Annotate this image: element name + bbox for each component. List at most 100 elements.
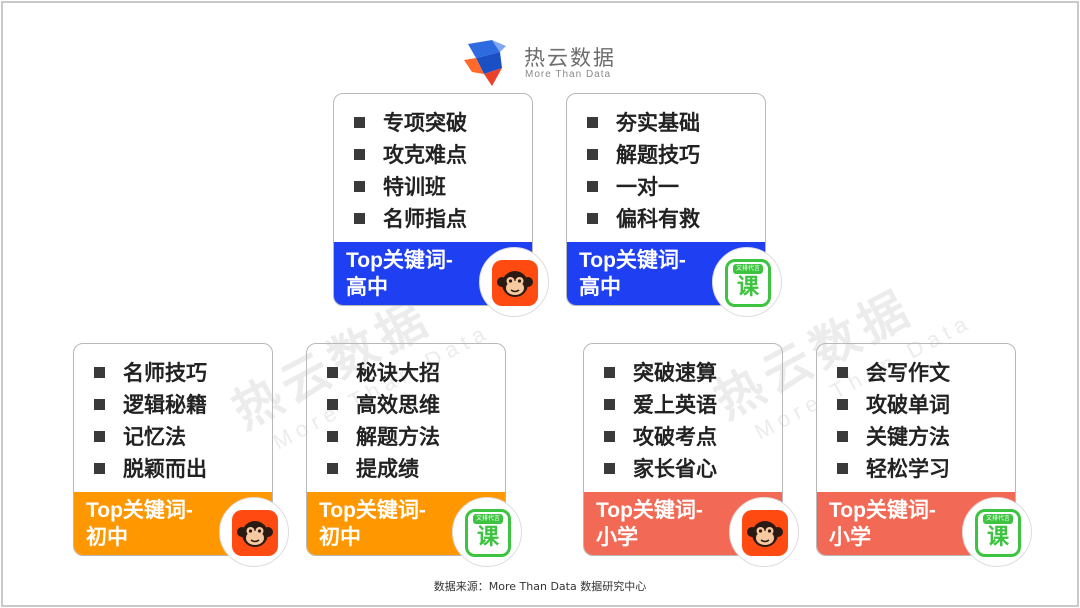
keyword-text: 轻松学习 (866, 457, 950, 481)
keyword-item: 秘诀大招 (327, 356, 440, 388)
keyword-item: 提成绩 (327, 452, 440, 484)
bullet-square-icon (587, 148, 598, 160)
course-badge-top: 文排代言 (733, 264, 763, 274)
keyword-list: 专项突破攻克难点特训班名师指点 (354, 106, 467, 234)
keyword-text: 解题方法 (356, 425, 440, 449)
keyword-item: 攻破单词 (837, 388, 950, 420)
keyword-list: 秘诀大招高效思维解题方法提成绩 (327, 356, 440, 484)
keyword-list: 突破速算爱上英语攻破考点家长省心 (604, 356, 717, 484)
keyword-item: 脱颖而出 (94, 452, 207, 484)
course-badge-glyph: 课 (736, 275, 759, 300)
bullet-square-icon (837, 398, 848, 410)
bullet-square-icon (587, 116, 598, 128)
bullet-square-icon (94, 430, 105, 442)
keyword-item: 家长省心 (604, 452, 717, 484)
bullet-square-icon (837, 366, 848, 378)
bullet-square-icon (604, 462, 615, 474)
keyword-text: 脱颖而出 (123, 457, 207, 481)
course-app-icon: 文排代言课 (452, 497, 522, 567)
monkey-face-icon (232, 510, 278, 556)
course-badge-glyph: 课 (476, 525, 499, 550)
keyword-text: 家长省心 (633, 457, 717, 481)
keyword-text: 爱上英语 (633, 393, 717, 417)
keyword-text: 特训班 (383, 175, 446, 199)
bullet-square-icon (587, 212, 598, 224)
keyword-item: 攻破考点 (604, 420, 717, 452)
keyword-text: 偏科有救 (616, 207, 700, 231)
brand-logo: 热云数据 More Than Data (462, 38, 632, 88)
band-label-line1: Top关键词- (579, 249, 686, 272)
keyword-text: 名师指点 (383, 207, 467, 231)
keyword-card: 秘诀大招高效思维解题方法提成绩 Top关键词- 初中 文排代言课 (306, 343, 522, 567)
monkey-app-icon (729, 497, 799, 567)
keyword-text: 会写作文 (866, 361, 950, 385)
bullet-square-icon (837, 430, 848, 442)
keyword-item: 逻辑秘籍 (94, 388, 207, 420)
keyword-text: 名师技巧 (123, 361, 207, 385)
monkey-app-icon (219, 497, 289, 567)
keyword-list: 会写作文攻破单词关键方法轻松学习 (837, 356, 950, 484)
course-badge-top: 文排代言 (983, 514, 1013, 524)
brand-tagline: More Than Data (525, 69, 612, 80)
course-app-icon: 文排代言课 (962, 497, 1032, 567)
keyword-item: 名师指点 (354, 202, 467, 234)
bullet-square-icon (587, 180, 598, 192)
monkey-face-icon (492, 260, 538, 306)
keyword-item: 名师技巧 (94, 356, 207, 388)
keyword-item: 解题方法 (327, 420, 440, 452)
keyword-text: 攻破单词 (866, 393, 950, 417)
bullet-square-icon (327, 366, 338, 378)
bullet-square-icon (94, 462, 105, 474)
band-label-line1: Top关键词- (319, 499, 426, 522)
monkey-app-icon (479, 247, 549, 317)
bullet-square-icon (354, 180, 365, 192)
bullet-square-icon (604, 366, 615, 378)
keyword-card: 会写作文攻破单词关键方法轻松学习 Top关键词- 小学 文排代言课 (816, 343, 1032, 567)
keyword-text: 关键方法 (866, 425, 950, 449)
bullet-square-icon (327, 430, 338, 442)
keyword-item: 突破速算 (604, 356, 717, 388)
course-badge-top: 文排代言 (473, 514, 503, 524)
keyword-text: 解题技巧 (616, 143, 700, 167)
course-badge-icon: 文排代言课 (975, 509, 1021, 557)
band-label-line1: Top关键词- (829, 499, 936, 522)
monkey-face-icon (742, 510, 788, 556)
band-label-line2: 高中 (579, 276, 621, 299)
bullet-square-icon (354, 212, 365, 224)
keyword-item: 关键方法 (837, 420, 950, 452)
keyword-text: 突破速算 (633, 361, 717, 385)
keyword-item: 轻松学习 (837, 452, 950, 484)
bullet-square-icon (354, 148, 365, 160)
course-app-icon: 文排代言课 (712, 247, 782, 317)
keyword-text: 专项突破 (383, 111, 467, 135)
bullet-square-icon (94, 398, 105, 410)
band-label-line2: 高中 (346, 276, 388, 299)
course-badge-glyph: 课 (986, 525, 1009, 550)
keyword-item: 一对一 (587, 170, 700, 202)
keyword-item: 高效思维 (327, 388, 440, 420)
keyword-text: 秘诀大招 (356, 361, 440, 385)
keyword-item: 特训班 (354, 170, 467, 202)
keyword-item: 解题技巧 (587, 138, 700, 170)
keyword-item: 夯实基础 (587, 106, 700, 138)
keyword-text: 攻克难点 (383, 143, 467, 167)
keyword-text: 记忆法 (123, 425, 186, 449)
band-label-line1: Top关键词- (346, 249, 453, 272)
band-label-line2: 小学 (829, 526, 871, 549)
keyword-item: 攻克难点 (354, 138, 467, 170)
keyword-text: 夯实基础 (616, 111, 700, 135)
bullet-square-icon (94, 366, 105, 378)
brand-name: 热云数据 (524, 46, 616, 70)
course-badge-icon: 文排代言课 (465, 509, 511, 557)
keyword-text: 逻辑秘籍 (123, 393, 207, 417)
data-source-note: 数据来源：More Than Data 数据研究中心 (433, 580, 647, 593)
keyword-list: 夯实基础解题技巧一对一偏科有救 (587, 106, 700, 234)
bullet-square-icon (327, 462, 338, 474)
keyword-item: 偏科有救 (587, 202, 700, 234)
band-label-line1: Top关键词- (86, 499, 193, 522)
bullet-square-icon (604, 430, 615, 442)
band-label-line2: 初中 (319, 526, 361, 549)
